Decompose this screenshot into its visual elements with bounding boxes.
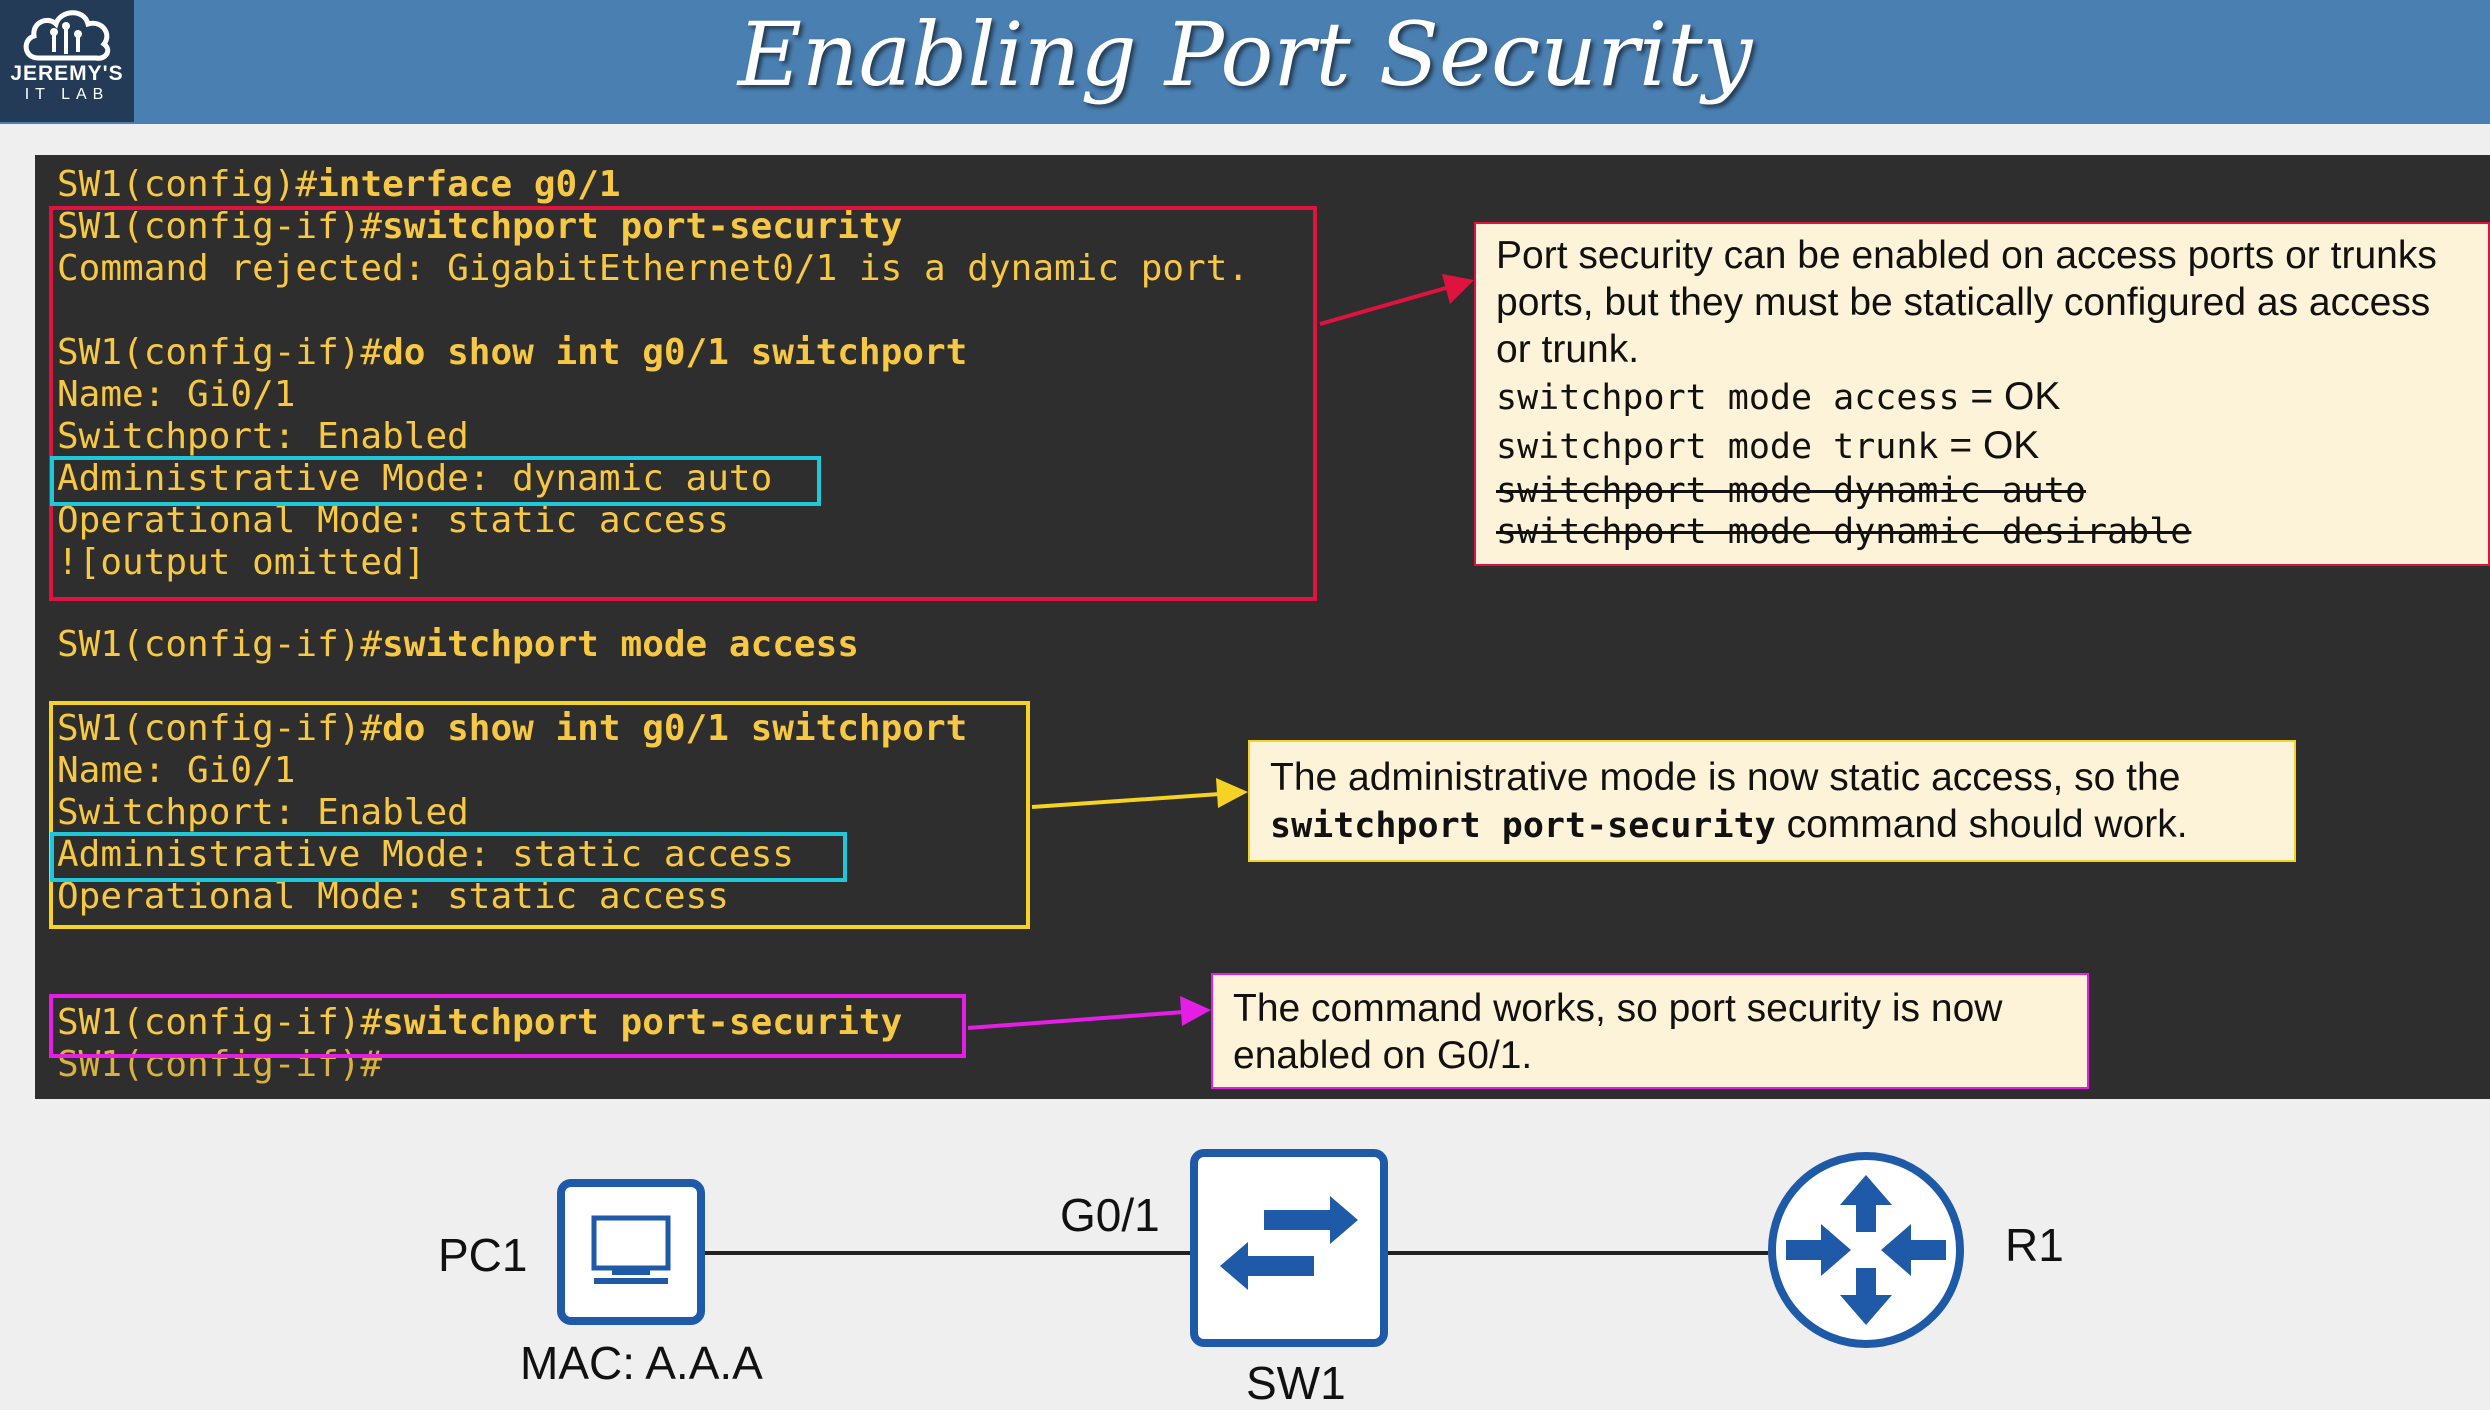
callout-text: Port security can be enabled on access p… [1496,234,2437,371]
terminal-line-15: Operational Mode: static access [57,876,729,917]
callout-text-end: command should work. [1775,803,2188,846]
result-text: = OK [1959,375,2061,418]
struck-dynamic-desirable: switchport mode dynamic desirable [1496,512,2192,552]
command-text: switchport mode access [1496,378,1960,418]
command-text: switchport mode trunk [1496,427,1939,467]
command: switchport port-security [382,1002,903,1043]
cyan-highlight-box-static-access [50,832,847,882]
ok-line-trunk: switchport mode trunk = OK [1496,422,2468,471]
magenta-arrow-head [1180,996,1211,1026]
sw1-label: SW1 [1246,1357,1346,1409]
terminal-line-5: Name: Gi0/1 [57,374,296,415]
struck-dynamic-auto: switchport mode dynamic auto [1496,471,2087,511]
prompt: SW1(config-if)# [57,708,383,749]
terminal-line-1: SW1(config)#interface g0/1 [57,164,621,206]
logo-text-top: JEREMY'S [10,62,124,85]
red-arrow [1319,286,1447,326]
logo-text-bottom: IT LAB [24,86,110,103]
prompt: SW1(config)# [57,164,318,205]
terminal-line-14: Administrative Mode: static access [57,834,794,875]
magenta-arrow [967,1010,1185,1030]
terminal-line-6: Switchport: Enabled [57,416,469,457]
pc1-mac-label: MAC: A.A.A [520,1337,763,1389]
r1-label: R1 [2005,1219,2064,1271]
magenta-highlight-box [49,994,966,1058]
callout-port-security-requirements: Port security can be enabled on access p… [1474,222,2490,566]
yellow-arrow [1031,792,1221,809]
terminal-line-8: Operational Mode: static access [57,500,729,541]
red-highlight-box [49,206,1317,601]
callout-admin-mode-static: The administrative mode is now static ac… [1248,740,2296,862]
yellow-highlight-box [49,701,1030,929]
terminal-line-3: Command rejected: GigabitEthernet0/1 is … [57,248,1250,289]
callout-text: The administrative mode is now static ac… [1270,756,2181,799]
command: switchport port-security [382,206,903,247]
pc-icon [557,1179,705,1325]
ok-line-access: switchport mode access = OK [1496,373,2468,422]
prompt: SW1(config-if)# [57,332,383,373]
pc1-label: PC1 [438,1229,528,1281]
cyan-highlight-box-dynamic-auto [50,456,821,506]
terminal-line-7: Administrative Mode: dynamic auto [57,458,773,499]
command: interface g0/1 [317,164,621,205]
port-g0-1-label: G0/1 [1060,1189,1160,1241]
title-bar: JEREMY'S IT LAB Enabling Port Security [0,0,2490,124]
terminal-line-9: ![output omitted] [57,542,426,583]
red-arrow-head [1442,274,1474,304]
terminal-line-12: Name: Gi0/1 [57,750,296,791]
cloud-icon [23,10,111,61]
switch-icon [1190,1149,1388,1347]
prompt: SW1(config-if)# [57,1002,383,1043]
result-text: = OK [1938,424,2040,467]
terminal-line-4: SW1(config-if)#do show int g0/1 switchpo… [57,332,967,374]
page-title: Enabling Port Security [737,3,1753,106]
terminal-line-17: SW1(config-if)# [57,1044,383,1085]
prompt: SW1(config-if)# [57,624,383,665]
command-text: switchport port-security [1270,806,1776,846]
command: do show int g0/1 switchport [382,708,968,749]
prompt: SW1(config-if)# [57,206,383,247]
terminal-line-13: Switchport: Enabled [57,792,469,833]
command: switchport mode access [382,624,859,665]
terminal-line-10: SW1(config-if)#switchport mode access [57,624,859,666]
jeremys-it-lab-logo: JEREMY'S IT LAB [0,0,134,122]
router-icon [1768,1152,1964,1348]
callout-command-works: The command works, so port security is n… [1211,973,2089,1089]
callout-text: The command works, so port security is n… [1233,987,2003,1077]
yellow-arrow-head [1216,778,1248,808]
command: do show int g0/1 switchport [382,332,968,373]
terminal-line-2: SW1(config-if)#switchport port-security [57,206,902,248]
terminal-line-16: SW1(config-if)#switchport port-security [57,1002,902,1044]
terminal-line-11: SW1(config-if)#do show int g0/1 switchpo… [57,708,967,750]
